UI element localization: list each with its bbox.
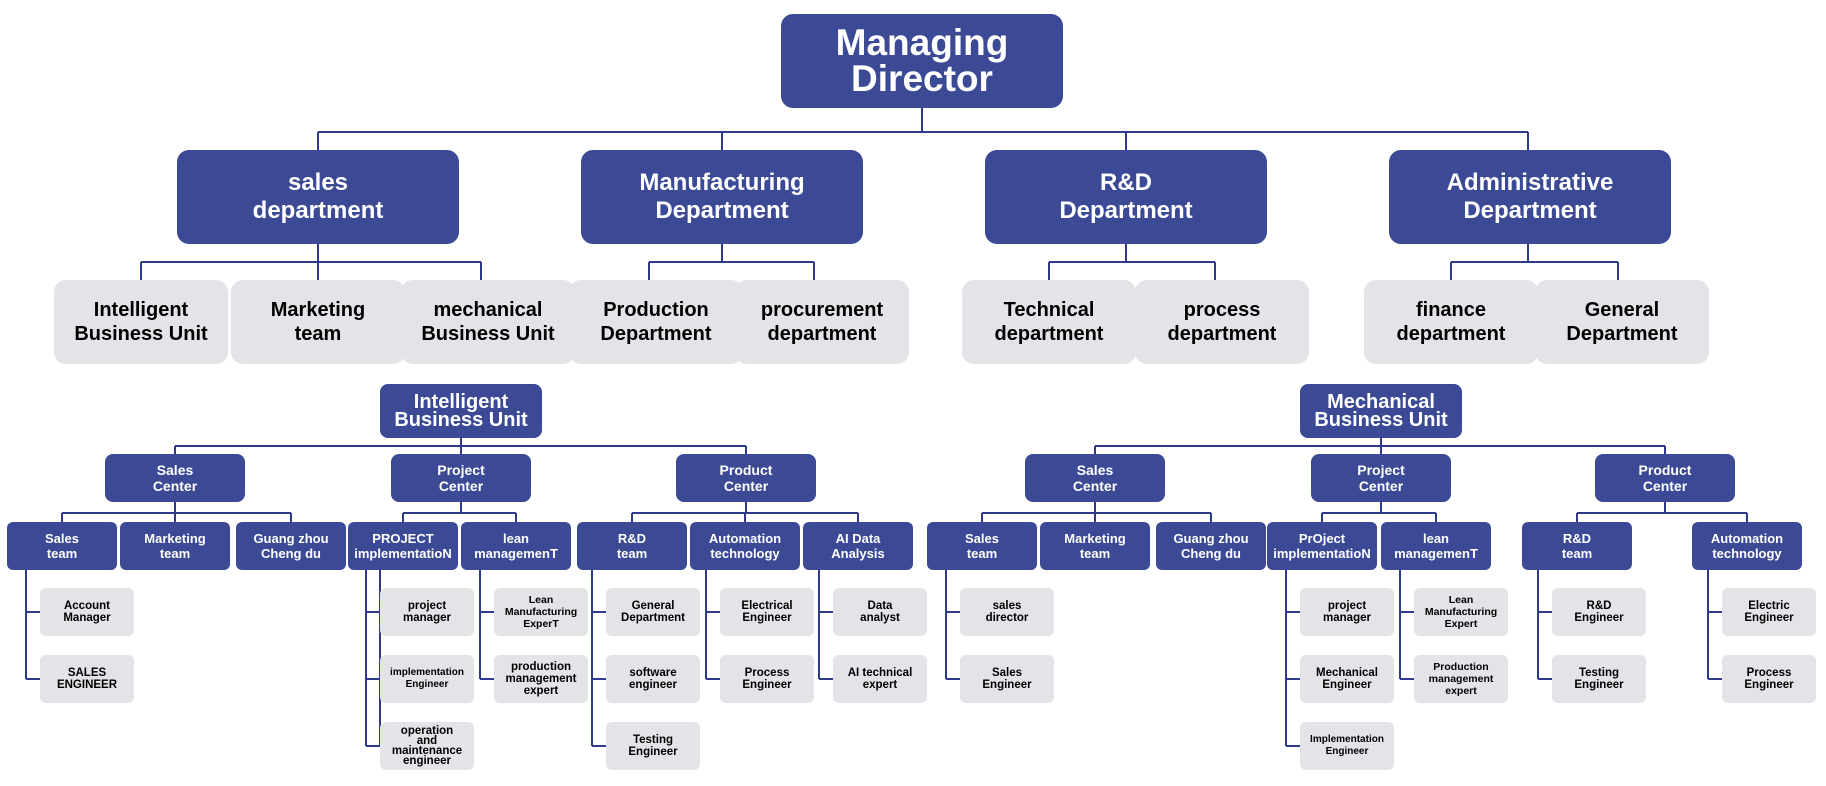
- ibu-leaf-software-engineer: software engineer: [606, 655, 700, 703]
- sub-intelligent-business-unit: Intelligent Business Unit: [54, 280, 228, 364]
- ibu-product-center: Product Center: [676, 454, 816, 502]
- ibu-leaf-sales-engineer: SALES ENGINEER: [40, 655, 134, 703]
- mbu-leaf-project-manager: project manager: [1300, 588, 1394, 636]
- ibu-leaf-implementation-engineer: implementation Engineer: [380, 655, 474, 703]
- sub-finance-department: finance department: [1364, 280, 1538, 364]
- mbu-leaf-process-engineer: Process Engineer: [1722, 655, 1816, 703]
- ibu-leaf-operation-engineer: operation and maintenance engineer: [380, 722, 474, 770]
- sub-production-department: Production Department: [569, 280, 743, 364]
- ibu-leaf-account-manager: Account Manager: [40, 588, 134, 636]
- mbu-team-lean-management: lean managemenT: [1381, 522, 1491, 570]
- ibu-leaf-lean-expert: Lean Manufacturing ExperT: [494, 588, 588, 636]
- mbu-leaf-rnd-engineer: R&D Engineer: [1552, 588, 1646, 636]
- mbu-product-center: Product Center: [1595, 454, 1735, 502]
- dept-rnd: R&D Department: [985, 150, 1267, 244]
- sub-general-department: General Department: [1535, 280, 1709, 364]
- dept-administrative: Administrative Department: [1389, 150, 1671, 244]
- mbu-leaf-sales-engineer: Sales Engineer: [960, 655, 1054, 703]
- mbu-team-rnd: R&D team: [1522, 522, 1632, 570]
- mbu-leaf-electric-engineer: Electric Engineer: [1722, 588, 1816, 636]
- ibu-sales-center: Sales Center: [105, 454, 245, 502]
- ibu-team-lean-management: lean managemenT: [461, 522, 571, 570]
- ibu-leaf-testing-engineer: Testing Engineer: [606, 722, 700, 770]
- ibu-leaf-data-analyst: Data analyst: [833, 588, 927, 636]
- ibu-leaf-process-engineer: Process Engineer: [720, 655, 814, 703]
- ibu-team-project-implementation: PROJECT implementatioN: [348, 522, 458, 570]
- sub-marketing-team: Marketing team: [231, 280, 405, 364]
- ibu-team-ai-data: AI Data Analysis: [803, 522, 913, 570]
- ibu-leaf-general-department: General Department: [606, 588, 700, 636]
- ibu-team-guangzhou: Guang zhou Cheng du: [236, 522, 346, 570]
- ibu-team-sales: Sales team: [7, 522, 117, 570]
- sub-procurement-department: procurement department: [735, 280, 909, 364]
- mbu-title: Mechanical Business Unit: [1300, 384, 1462, 438]
- mbu-team-automation: Automation technology: [1692, 522, 1802, 570]
- mbu-team-project-implementation: PrOject implementatioN: [1267, 522, 1377, 570]
- mbu-leaf-mechanical-engineer: Mechanical Engineer: [1300, 655, 1394, 703]
- ibu-team-automation: Automation technology: [690, 522, 800, 570]
- mbu-leaf-production-expert: Production management expert: [1414, 655, 1508, 703]
- mbu-leaf-lean-expert: Lean Manufacturing Expert: [1414, 588, 1508, 636]
- mbu-team-sales: Sales team: [927, 522, 1037, 570]
- mbu-team-guangzhou: Guang zhou Cheng du: [1156, 522, 1266, 570]
- ibu-team-rnd: R&D team: [577, 522, 687, 570]
- mbu-leaf-sales-director: sales director: [960, 588, 1054, 636]
- mbu-leaf-testing-engineer: Testing Engineer: [1552, 655, 1646, 703]
- ibu-leaf-ai-expert: AI technical expert: [833, 655, 927, 703]
- mbu-leaf-implementation-engineer: Implementation Engineer: [1300, 722, 1394, 770]
- sub-process-department: process department: [1135, 280, 1309, 364]
- dept-manufacturing: Manufacturing Department: [581, 150, 863, 244]
- ibu-leaf-project-manager: project manager: [380, 588, 474, 636]
- managing-director-box: Managing Director: [781, 14, 1063, 108]
- ibu-leaf-electrical-engineer: Electrical Engineer: [720, 588, 814, 636]
- mbu-team-marketing: Marketing team: [1040, 522, 1150, 570]
- ibu-team-marketing: Marketing team: [120, 522, 230, 570]
- mbu-sales-center: Sales Center: [1025, 454, 1165, 502]
- ibu-project-center: Project Center: [391, 454, 531, 502]
- dept-sales: sales department: [177, 150, 459, 244]
- mbu-project-center: Project Center: [1311, 454, 1451, 502]
- sub-technical-department: Technical department: [962, 280, 1136, 364]
- ibu-leaf-production-expert: production management expert: [494, 655, 588, 703]
- sub-mechanical-business-unit: mechanical Business Unit: [401, 280, 575, 364]
- ibu-title: Intelligent Business Unit: [380, 384, 542, 438]
